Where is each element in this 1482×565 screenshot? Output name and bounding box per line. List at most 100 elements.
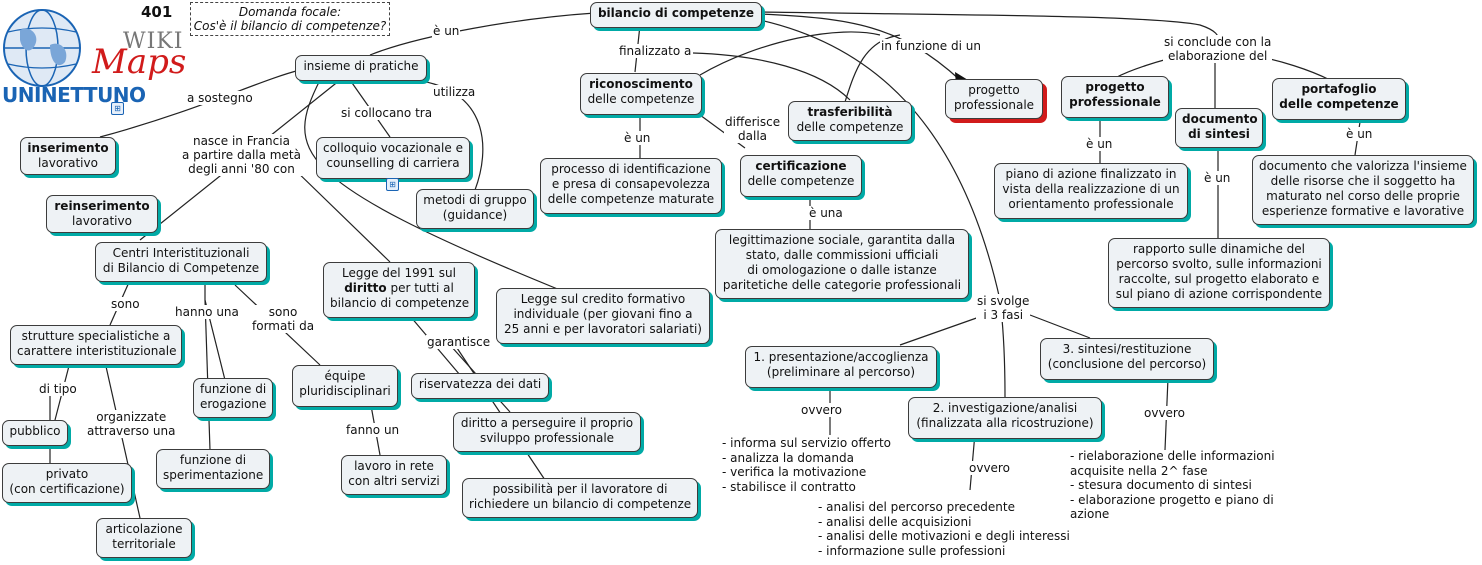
node-processo-l2: e presa di consapevolezza bbox=[551, 177, 711, 191]
node-funzione-sperimentazione[interactable]: funzione di sperimentazione bbox=[156, 449, 270, 489]
list-item: - analisi del percorso precedente bbox=[818, 500, 1015, 514]
node-portafoglio-l2: delle competenze bbox=[1279, 97, 1399, 111]
list-item: acquisite nella 2^ fase bbox=[1070, 463, 1208, 478]
link-label-hanno-una: hanno una bbox=[174, 305, 240, 319]
link-label-utilizza: utilizza bbox=[432, 85, 477, 99]
link-label-si-conclude: si conclude con la elaborazione del bbox=[1163, 35, 1273, 63]
sono-formati-l2: formati da bbox=[252, 319, 315, 333]
node-legge-1991[interactable]: Legge del 1991 sul diritto per tutti al … bbox=[323, 262, 475, 318]
node-docval-l4: esperienze formative e lavorative bbox=[1261, 204, 1465, 218]
node-articolazione[interactable]: articolazione territoriale bbox=[96, 518, 192, 558]
node-processo[interactable]: processo di identificazione e presa di c… bbox=[540, 158, 722, 214]
node-progetto-l1: progetto bbox=[1085, 80, 1145, 94]
link-label-differisce: differisce dalla bbox=[724, 115, 782, 143]
legge1991-diritto-bold: diritto bbox=[344, 281, 387, 295]
node-rapporto-l3: raccolte, sul progetto elaborato e bbox=[1118, 272, 1320, 286]
node-lavoro-rete[interactable]: lavoro in rete con altri servizi bbox=[341, 455, 447, 495]
node-centri[interactable]: Centri Interistituzionali di Bilancio di… bbox=[95, 242, 267, 282]
node-funzsper-l2: sperimentazione bbox=[163, 468, 264, 482]
concept-map-icon[interactable]: ⊞ bbox=[111, 102, 124, 115]
list-item: - analisi delle motivazioni e degli inte… bbox=[818, 529, 1070, 543]
node-leggecredito-l3: 25 anni e per lavoratori salariati) bbox=[504, 322, 702, 336]
node-strutture-l2: carattere interistituzionale bbox=[17, 344, 177, 358]
link-label-si-svolge: si svolge i 3 fasi bbox=[976, 294, 1031, 322]
node-metodi-l2: (guidance) bbox=[442, 208, 508, 222]
node-possibilita[interactable]: possibilità per il lavoratore di richied… bbox=[462, 478, 698, 518]
node-legge-credito[interactable]: Legge sul credito formativo individuale … bbox=[496, 288, 710, 344]
map-number: 401 bbox=[141, 3, 173, 21]
node-reinserimento-sub: lavorativo bbox=[72, 214, 132, 228]
node-fase3-l1: 3. sintesi/restituzione bbox=[1062, 342, 1192, 356]
node-leggecredito-l2: individuale (per giovani fino a bbox=[513, 307, 693, 321]
concept-map-icon[interactable]: ⊞ bbox=[386, 178, 399, 191]
node-documento-sintesi[interactable]: documento di sintesi bbox=[1175, 108, 1263, 148]
node-progetto-professionale-link[interactable]: progetto professionale bbox=[945, 79, 1043, 119]
node-portafoglio-l1: portafoglio bbox=[1301, 82, 1377, 96]
node-fase-1[interactable]: 1. presentazione/accoglienza (preliminar… bbox=[745, 346, 937, 388]
node-certificazione[interactable]: certificazione delle competenze bbox=[740, 155, 862, 197]
logo-uninettuno-text: UNINETTUNO bbox=[2, 83, 146, 107]
node-pubblico-text: pubblico bbox=[9, 424, 61, 438]
link-label-finalizzato: finalizzato a bbox=[618, 44, 693, 58]
node-rapporto[interactable]: rapporto sulle dinamiche del percorso sv… bbox=[1108, 238, 1330, 308]
si-svolge-l2: i 3 fasi bbox=[983, 308, 1024, 322]
nasce-l1: nasce in Francia bbox=[192, 134, 290, 148]
node-piano-azione[interactable]: piano di azione finalizzato in vista del… bbox=[994, 163, 1188, 219]
node-privato[interactable]: privato (con certificazione) bbox=[2, 463, 132, 503]
node-inserimento[interactable]: inserimento lavorativo bbox=[20, 137, 116, 175]
list-item: - elaborazione progetto e piano di bbox=[1070, 492, 1274, 507]
link-label-si-collocano: si collocano tra bbox=[340, 106, 434, 120]
node-fase1-l2: (preliminare al percorso) bbox=[766, 365, 916, 379]
node-pubblico[interactable]: pubblico bbox=[2, 420, 68, 446]
node-trasferibilita[interactable]: trasferibilità delle competenze bbox=[788, 101, 912, 141]
node-reinserimento-title: reinserimento bbox=[54, 199, 150, 213]
node-fase-3[interactable]: 3. sintesi/restituzione (conclusione del… bbox=[1040, 338, 1214, 380]
link-label-e-una: è una bbox=[808, 206, 844, 220]
link-label-ovvero-3: ovvero bbox=[1143, 406, 1186, 420]
node-centri-l1: Centri Interistituzionali bbox=[112, 246, 250, 260]
node-docval-l1: documento che valorizza l'insieme bbox=[1259, 159, 1467, 173]
node-trasferibilita-sub: delle competenze bbox=[796, 120, 904, 134]
node-fase2-l1: 2. investigazione/analisi bbox=[932, 401, 1078, 415]
si-conclude-l2: elaborazione del bbox=[1167, 49, 1268, 63]
node-insieme-pratiche[interactable]: insieme di pratiche bbox=[295, 55, 427, 81]
node-equipe[interactable]: équipe pluridisciplinari bbox=[292, 365, 398, 407]
link-label-ovvero-1: ovvero bbox=[800, 403, 843, 417]
node-metodi-gruppo[interactable]: metodi di gruppo (guidance) bbox=[416, 189, 534, 229]
node-funzione-erogazione[interactable]: funzione di erogazione bbox=[193, 378, 273, 418]
node-fase-2[interactable]: 2. investigazione/analisi (finalizzata a… bbox=[908, 397, 1102, 439]
list-item: - informa sul servizio offerto bbox=[722, 436, 892, 450]
link-label-a-sostegno: a sostegno bbox=[186, 91, 254, 105]
node-documento-l2: di sintesi bbox=[1188, 127, 1250, 141]
node-colloquio[interactable]: colloquio vocazionale e counselling di c… bbox=[316, 137, 470, 179]
node-possibilita-l2: richiedere un bilancio di competenze bbox=[469, 497, 692, 511]
node-reinserimento[interactable]: reinserimento lavorativo bbox=[46, 195, 158, 233]
node-leggecredito-l1: Legge sul credito formativo bbox=[520, 292, 686, 306]
node-riconoscimento[interactable]: riconoscimento delle competenze bbox=[580, 73, 702, 115]
node-diritto-sviluppo[interactable]: diritto a perseguire il proprio sviluppo… bbox=[453, 412, 641, 452]
node-progetto-red-l2: professionale bbox=[953, 98, 1035, 112]
node-portafoglio[interactable]: portafoglio delle competenze bbox=[1272, 78, 1406, 120]
link-label-garantisce: garantisce bbox=[426, 335, 492, 349]
link-label-e-un-ric: è un bbox=[623, 131, 652, 145]
link-label-nasce: nasce in Francia a partire dalla metà de… bbox=[181, 134, 302, 176]
node-progetto-professionale[interactable]: progetto professionale bbox=[1061, 76, 1169, 118]
list-item: - informazione sulle professioni bbox=[818, 543, 1006, 558]
node-legittimazione[interactable]: legittimazione sociale, garantita dalla … bbox=[715, 229, 969, 299]
node-piano-l2: vista della realizzazione di un bbox=[1002, 182, 1180, 196]
sono-formati-l1: sono bbox=[268, 305, 298, 319]
link-label-fanno-un: fanno un bbox=[345, 423, 401, 437]
node-strutture-l1: strutture specialistiche a bbox=[21, 329, 171, 343]
link-label-e-un-doc: è un bbox=[1203, 171, 1232, 185]
node-lavoro-l1: lavoro in rete bbox=[354, 459, 434, 473]
node-articolazione-l2: territoriale bbox=[112, 537, 176, 551]
node-fase3-l2: (conclusione del percorso) bbox=[1047, 357, 1207, 371]
list-item: - analizza la domanda bbox=[722, 450, 854, 465]
node-bilancio[interactable]: bilancio di competenze bbox=[590, 2, 762, 28]
node-documento-valorizza[interactable]: documento che valorizza l'insieme delle … bbox=[1252, 155, 1474, 225]
node-riservatezza[interactable]: riservatezza dei dati bbox=[411, 373, 549, 399]
node-progetto-l2: professionale bbox=[1069, 95, 1161, 109]
nasce-l3: degli anni '80 con bbox=[188, 162, 295, 176]
logo-maps-text: Maps bbox=[92, 42, 187, 82]
node-strutture[interactable]: strutture specialistiche a carattere int… bbox=[10, 325, 182, 365]
